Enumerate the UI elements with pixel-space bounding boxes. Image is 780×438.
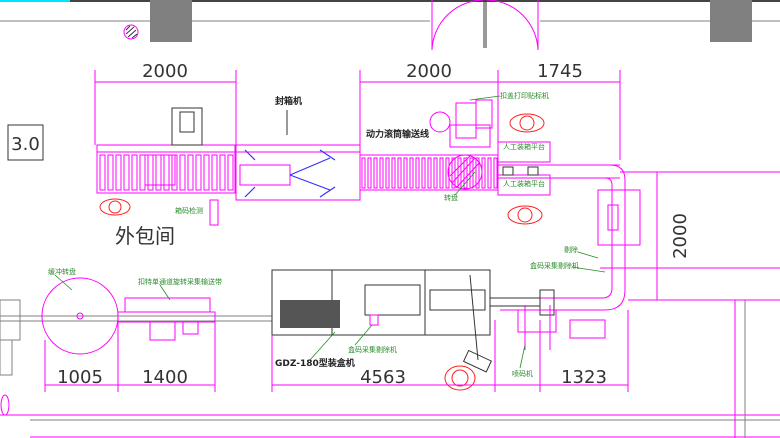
roller	[203, 154, 210, 191]
roller	[99, 154, 106, 191]
label-manual-packing-2: 人工装箱平台	[503, 179, 545, 188]
case-sealer	[235, 110, 361, 201]
label-buffer-turntable: 缓冲转盘	[48, 267, 76, 276]
label-reject: 剔除	[564, 245, 578, 254]
dimension-top-right: 1745	[537, 61, 583, 82]
roller	[373, 157, 378, 189]
roller	[433, 157, 438, 189]
dimension-bottom-4: 1323	[561, 367, 607, 388]
operator-icon	[99, 198, 131, 216]
label-single-lane-conveyor: 扣特单通道旋转采集输送带	[138, 277, 222, 286]
column-right	[710, 0, 752, 42]
area-number-box	[7, 124, 44, 161]
label-cartoner: GDZ-180型装盒机	[275, 357, 355, 369]
label-inkjet: 喷码机	[512, 369, 533, 378]
label-turntable-top: 转盘	[444, 193, 458, 202]
roller	[379, 157, 384, 189]
roller	[397, 157, 402, 189]
room-label: 外包间	[115, 224, 175, 248]
dimension-bottom-3: 4563	[360, 367, 406, 388]
roller	[123, 154, 130, 191]
label-box-code-reject-bottom: 盒码采集剔除机	[348, 345, 397, 354]
cartoner-machine	[271, 269, 492, 373]
inkjet-printer	[517, 305, 557, 350]
hatched-circle-icon	[123, 24, 139, 40]
roller	[361, 157, 366, 189]
single-lane-conveyor	[117, 297, 216, 341]
roller	[463, 157, 468, 189]
label-box-code-reject-top: 盒码采集剔除机	[530, 261, 579, 270]
label-case-sealer: 封箱机	[275, 95, 302, 107]
roller	[131, 154, 138, 191]
outbound-roller-conveyor	[96, 144, 236, 194]
top-dimension-lines	[94, 70, 780, 300]
roller	[219, 154, 226, 191]
power-roller-conveyor	[359, 154, 499, 191]
roller	[211, 154, 218, 191]
operator-icon	[509, 113, 545, 133]
roller	[475, 157, 480, 189]
roller	[107, 154, 114, 191]
roller	[367, 157, 372, 189]
case-code-scanner	[209, 199, 219, 226]
labeler-machine	[429, 99, 493, 148]
roller	[445, 157, 450, 189]
column-left	[150, 0, 192, 42]
roller	[227, 154, 234, 191]
roller	[415, 157, 420, 189]
label-manual-packing-1: 人工装箱平台	[503, 142, 545, 151]
roller	[179, 154, 186, 191]
roller	[409, 157, 414, 189]
operator-icon	[507, 205, 543, 225]
roller	[487, 157, 492, 189]
bottom-dimension-lines	[44, 310, 629, 392]
roller	[195, 154, 202, 191]
roller	[139, 154, 146, 191]
roller	[187, 154, 194, 191]
dimension-bottom-1: 1005	[57, 367, 103, 388]
area-number: 3.0	[11, 134, 40, 155]
label-power-roller-conveyor: 动力滚筒输送线	[366, 128, 429, 140]
dimension-right-vertical: 2000	[670, 213, 691, 259]
label-labeler: 扣盖打印贴标机	[500, 91, 549, 100]
roller	[403, 157, 408, 189]
roller	[493, 157, 498, 189]
dimension-top-middle: 2000	[406, 61, 452, 82]
roller	[421, 157, 426, 189]
door-swing	[431, 0, 539, 51]
roller	[427, 157, 432, 189]
operator-icon	[444, 365, 476, 391]
dimension-top-left: 2000	[142, 61, 188, 82]
roller	[385, 157, 390, 189]
roller	[439, 157, 444, 189]
dimension-bottom-2: 1400	[142, 367, 188, 388]
label-case-code-check: 箱码检测	[175, 206, 203, 215]
curved-conveyor	[500, 164, 641, 339]
roller	[451, 157, 456, 189]
roller	[391, 157, 396, 189]
roller	[115, 154, 122, 191]
left-machine	[0, 299, 21, 376]
case-code-printer	[171, 107, 203, 146]
